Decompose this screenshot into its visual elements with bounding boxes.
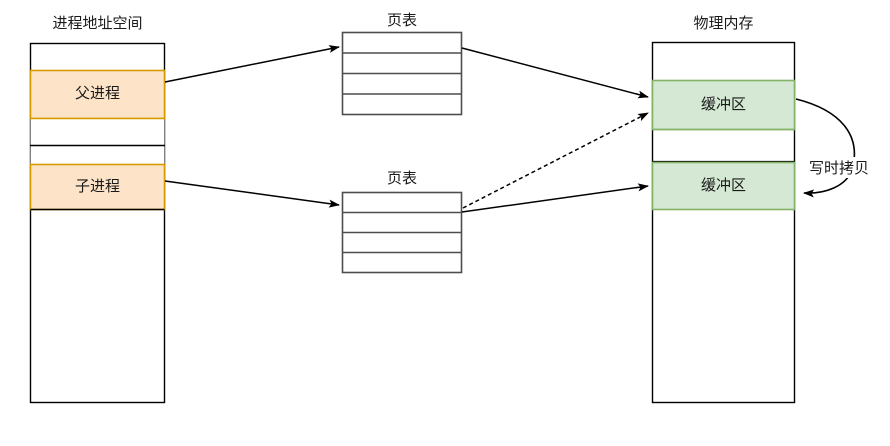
buffer-top-label: 缓冲区 [700, 97, 746, 113]
connector-copy-on-write-curve [795, 98, 856, 198]
page-table-bottom [341, 191, 463, 274]
buffer-bottom-label: 缓冲区 [700, 178, 746, 194]
connector-parent-to-page-table-top [164, 45, 340, 83]
connector-page-table-top-to-buffer-top [461, 47, 649, 99]
connector-child-to-page-table-bottom [164, 180, 340, 208]
buffer-top-block [651, 79, 796, 131]
physical-memory-title: 物理内存 [693, 16, 754, 32]
buffer-bottom-block [651, 161, 796, 211]
child-process-label: 子进程 [74, 179, 120, 195]
physical-memory-column [651, 41, 796, 404]
parent-process-label: 父进程 [74, 86, 120, 102]
gap-block-1 [30, 118, 165, 165]
parent-process-block [29, 69, 166, 120]
copy-on-write-label: 写时拷贝 [808, 157, 871, 178]
process-address-space-title: 进程地址空间 [52, 16, 143, 32]
connector-page-table-bottom-to-buffer-bottom [461, 183, 649, 213]
process-address-space-column [29, 42, 166, 404]
page-table-bottom-title: 页表 [386, 171, 417, 187]
page-table-top-title: 页表 [386, 13, 417, 29]
child-process-block [29, 163, 166, 211]
page-table-top [341, 31, 463, 116]
connector-page-table-bottom-to-buffer-top-dashed [462, 112, 649, 209]
